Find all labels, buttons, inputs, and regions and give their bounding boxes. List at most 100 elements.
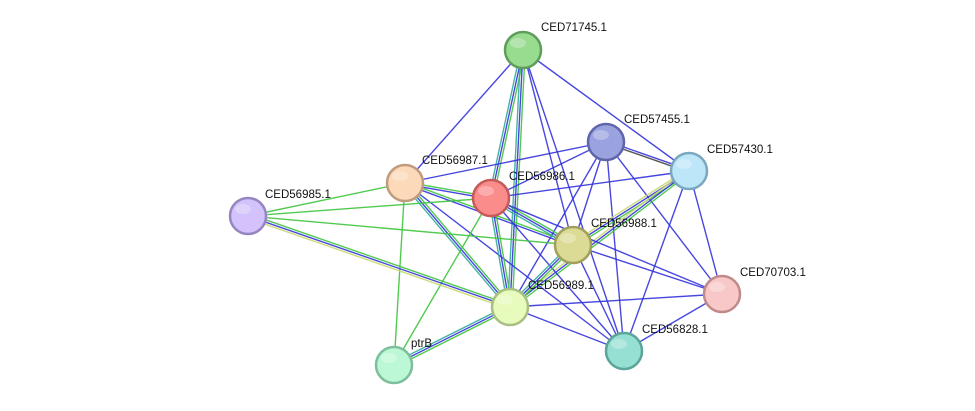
edge-line [490, 49, 524, 199]
node-circle[interactable] [604, 331, 644, 371]
node-circle[interactable] [586, 122, 626, 162]
edge-ced71745-1-ced56987-1 [404, 49, 524, 184]
edge-ced56986-1-ced56828-1 [490, 197, 625, 352]
node-highlight [676, 159, 692, 169]
node-circle[interactable] [553, 225, 593, 265]
labels-layer: CED71745.1CED57455.1CED57430.1CED56987.1… [265, 22, 806, 350]
node-label-ced56988-1: CED56988.1 [591, 218, 657, 230]
edge-line [509, 141, 607, 308]
edge-line [393, 182, 406, 366]
node-circle[interactable] [385, 163, 425, 203]
edge-line [490, 170, 690, 199]
edge-ced57455-1-ced56989-1 [509, 141, 607, 308]
edge-line [488, 49, 522, 198]
edge-ced57455-1-ced56828-1 [605, 141, 625, 352]
node-circle[interactable] [374, 345, 414, 385]
edge-ced57430-1-ced56986-1 [490, 170, 690, 199]
edge-line [393, 306, 511, 366]
edge-line [490, 197, 723, 295]
edge-line [623, 170, 690, 352]
edge-ced71745-1-ced57430-1 [522, 49, 690, 172]
edge-ced56988-1-ced56828-1 [572, 244, 625, 352]
node-label-ced57455-1: CED57455.1 [624, 114, 690, 126]
edge-line [404, 182, 625, 352]
edge-ced56985-1-ced56988-1 [247, 215, 574, 246]
node-circle[interactable] [471, 178, 511, 218]
node-ced56828-1[interactable] [604, 331, 644, 371]
edge-line [248, 213, 511, 306]
node-circle[interactable] [490, 287, 530, 327]
edge-line [402, 183, 509, 309]
node-circle[interactable] [669, 151, 709, 191]
node-ced56986-1[interactable] [471, 178, 511, 218]
node-ced57455-1[interactable] [586, 122, 626, 162]
node-label-ced71745-1: CED71745.1 [541, 22, 607, 34]
edge-line [688, 170, 723, 295]
edge-line [247, 197, 492, 217]
node-ced56987-1[interactable] [385, 163, 425, 203]
edge-line [511, 50, 526, 308]
edge-line [394, 308, 512, 368]
node-ced56989-1[interactable] [490, 287, 530, 327]
node-label-ced70703-1: CED70703.1 [740, 267, 806, 279]
edge-ced56987-1-ced56985-1 [247, 182, 406, 217]
edge-line [406, 181, 513, 307]
edge-ced57455-1-ced56987-1 [404, 141, 607, 184]
node-highlight [709, 282, 725, 292]
edge-line [572, 244, 625, 352]
edge-ced57455-1-ced56986-1 [490, 141, 607, 199]
node-highlight [478, 186, 494, 196]
node-circle[interactable] [503, 30, 543, 70]
node-highlight [510, 38, 526, 48]
edge-line [572, 244, 723, 295]
edge-ced56986-1-ced70703-1 [490, 197, 723, 295]
node-highlight [593, 130, 609, 140]
edge-line [392, 304, 510, 364]
node-label-ced56987-1: CED56987.1 [422, 155, 488, 167]
edge-ced56989-1-ptrb [392, 304, 512, 368]
edge-ced56988-1-ced70703-1 [572, 244, 723, 295]
node-label-ced56828-1: CED56828.1 [642, 324, 708, 336]
node-ptrb[interactable] [374, 345, 414, 385]
node-ced56985-1[interactable] [228, 196, 268, 236]
edge-line [509, 306, 625, 352]
node-label-ced56989-1: CED56989.1 [528, 280, 594, 292]
edge-line [510, 172, 691, 310]
edge-line [509, 293, 723, 308]
edge-ced56986-1-ced56985-1 [247, 197, 492, 217]
node-ced71745-1[interactable] [503, 30, 543, 70]
edge-ced56985-1-ced56989-1 [247, 213, 511, 310]
node-highlight [560, 233, 576, 243]
edge-ced56987-1-ced56828-1 [404, 182, 625, 352]
edge-line [509, 170, 690, 308]
node-circle[interactable] [228, 196, 268, 236]
edge-line [247, 217, 510, 310]
edge-line [404, 49, 524, 184]
edge-ced56989-1-ced70703-1 [509, 293, 723, 308]
node-label-ced56985-1: CED56985.1 [265, 189, 331, 201]
edge-line [247, 182, 406, 217]
node-label-ptrb: ptrB [411, 338, 432, 350]
edge-line [490, 197, 625, 352]
edge-ced56989-1-ced56828-1 [509, 306, 625, 352]
node-ced56988-1[interactable] [553, 225, 593, 265]
node-label-ced57430-1: CED57430.1 [707, 144, 773, 156]
edge-line [490, 141, 607, 199]
edge-line [605, 141, 723, 295]
node-highlight [497, 295, 513, 305]
edge-line [247, 215, 511, 308]
node-ced70703-1[interactable] [702, 274, 742, 314]
node-ced57430-1[interactable] [669, 151, 709, 191]
node-label-ced56986-1: CED56986.1 [509, 171, 575, 183]
node-circle[interactable] [702, 274, 742, 314]
edge-line [509, 49, 524, 308]
edge-line [571, 168, 689, 244]
edge-line [522, 49, 574, 246]
edge-ced56987-1-ptrb [393, 182, 406, 366]
edge-line [404, 141, 607, 184]
edge-line [247, 215, 574, 246]
node-highlight [381, 353, 397, 363]
node-highlight [611, 339, 627, 349]
nodes-layer [228, 30, 742, 385]
